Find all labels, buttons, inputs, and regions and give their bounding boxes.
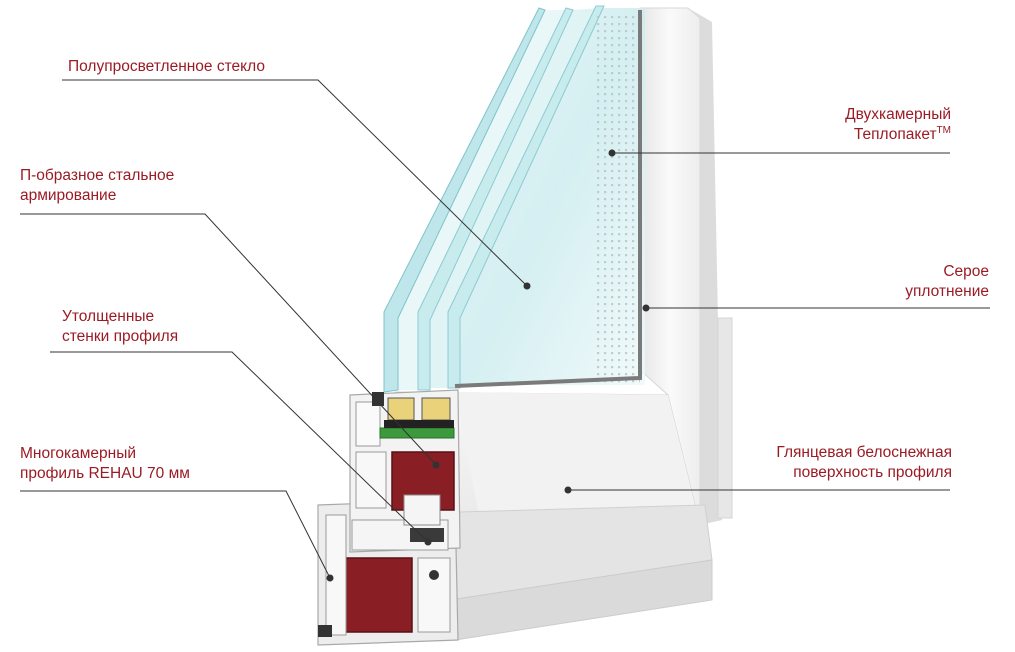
label-multi-chamber: Многокамерный профиль REHAU 70 мм xyxy=(20,444,190,484)
label-line: профиль REHAU 70 мм xyxy=(20,465,190,482)
label-line-text: Теплопакет xyxy=(853,126,937,143)
trademark-mark: TM xyxy=(936,124,951,136)
vertical-frame xyxy=(639,7,733,546)
label-line: ТеплопакетTM xyxy=(845,125,951,145)
label-steel-reinforcement: П-образное стальное армирование xyxy=(20,166,174,206)
label-line: Утолщенные xyxy=(62,308,155,325)
label-line: уплотнение xyxy=(905,283,989,300)
label-line: армирование xyxy=(20,187,117,204)
label-line: П-образное стальное xyxy=(20,167,175,184)
profile-body xyxy=(394,391,713,641)
label-line: поверхность профиля xyxy=(793,464,952,481)
steel-reinforcement-lower xyxy=(341,557,413,633)
leader-dots xyxy=(326,149,650,582)
profile-cross-section xyxy=(317,389,461,646)
spacer-2 xyxy=(421,397,451,421)
label-line: Серое xyxy=(943,263,989,280)
leader-lines xyxy=(20,79,990,579)
label-line: Многокамерный xyxy=(20,445,137,462)
grey-seal xyxy=(454,10,642,388)
label-line: Полупросветленное стекло xyxy=(68,58,265,75)
label-line: Двухкамерный xyxy=(845,106,951,123)
leader-thick-walls xyxy=(50,351,429,543)
label-glossy-surface: Глянцевая белоснежная поверхность профил… xyxy=(776,443,952,483)
label-semi-clear-glass: Полупросветленное стекло xyxy=(68,57,265,77)
label-line: Глянцевая белоснежная xyxy=(776,444,952,461)
label-grey-seal: Серое уплотнение xyxy=(905,262,989,302)
green-gasket xyxy=(379,427,455,439)
label-double-chamber: Двухкамерный ТеплопакетTM xyxy=(845,105,951,145)
label-thick-walls: Утолщенные стенки профиля xyxy=(62,307,178,347)
leader-multi-chamber xyxy=(20,490,331,579)
leader-semi-clear-glass xyxy=(62,79,528,287)
glass-unit xyxy=(383,5,645,393)
label-line: стенки профиля xyxy=(62,328,179,345)
dotted-pane xyxy=(596,12,640,384)
leader-steel-reinforcement xyxy=(20,213,437,466)
